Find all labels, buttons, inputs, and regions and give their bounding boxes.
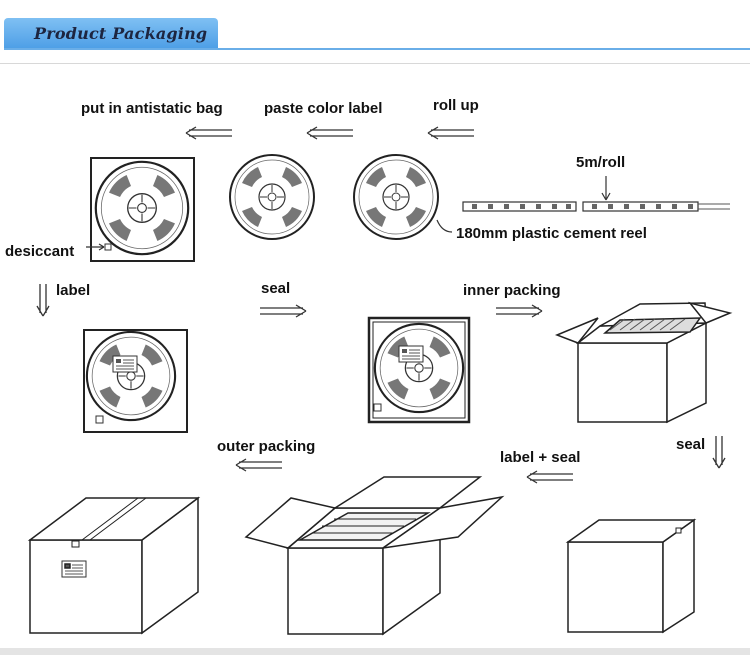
plain-reel (353, 154, 439, 240)
inner-box (554, 301, 733, 424)
arrow-left-1 (185, 126, 233, 140)
step-label-seal: label + seal (500, 449, 581, 466)
sealed-bag (367, 316, 471, 424)
arrow-left-3 (427, 126, 475, 140)
reel-pointer (436, 219, 453, 233)
arrow-right-2 (495, 304, 543, 318)
header: Product Packaging (0, 0, 750, 66)
labeled-bag (83, 329, 188, 433)
arrow-down-2 (712, 435, 726, 469)
inner-box-sealed (565, 518, 697, 634)
arrow-left-4 (526, 470, 574, 484)
step-desiccant: desiccant (5, 243, 75, 260)
step-seal-2: seal (676, 436, 706, 453)
header-separator (0, 63, 750, 64)
labeled-reel (229, 154, 315, 240)
step-roll-up: roll up (433, 97, 479, 114)
bottom-divider (0, 648, 750, 655)
arrow-left-5 (235, 458, 283, 472)
page-title: Product Packaging (34, 24, 208, 43)
title-tab (4, 18, 218, 49)
outer-box-open (244, 476, 505, 636)
step-label: label (56, 282, 91, 299)
step-length: 5m/roll (576, 154, 626, 171)
step-paste-label: paste color label (264, 100, 383, 117)
arrow-down-1 (36, 283, 50, 317)
title-underline (4, 48, 750, 50)
arrow-left-2 (306, 126, 354, 140)
led-strip (462, 176, 730, 212)
step-put-in-bag: put in antistatic bag (81, 100, 223, 117)
step-reel: 180mm plastic cement reel (456, 225, 647, 242)
step-seal-1: seal (261, 280, 291, 297)
step-inner-packing: inner packing (463, 282, 561, 299)
arrow-right-1 (259, 304, 307, 318)
outer-box-sealed (27, 496, 201, 635)
bagged-reel (90, 157, 195, 262)
desiccant-pointer (86, 243, 105, 251)
step-outer-packing: outer packing (217, 438, 316, 455)
